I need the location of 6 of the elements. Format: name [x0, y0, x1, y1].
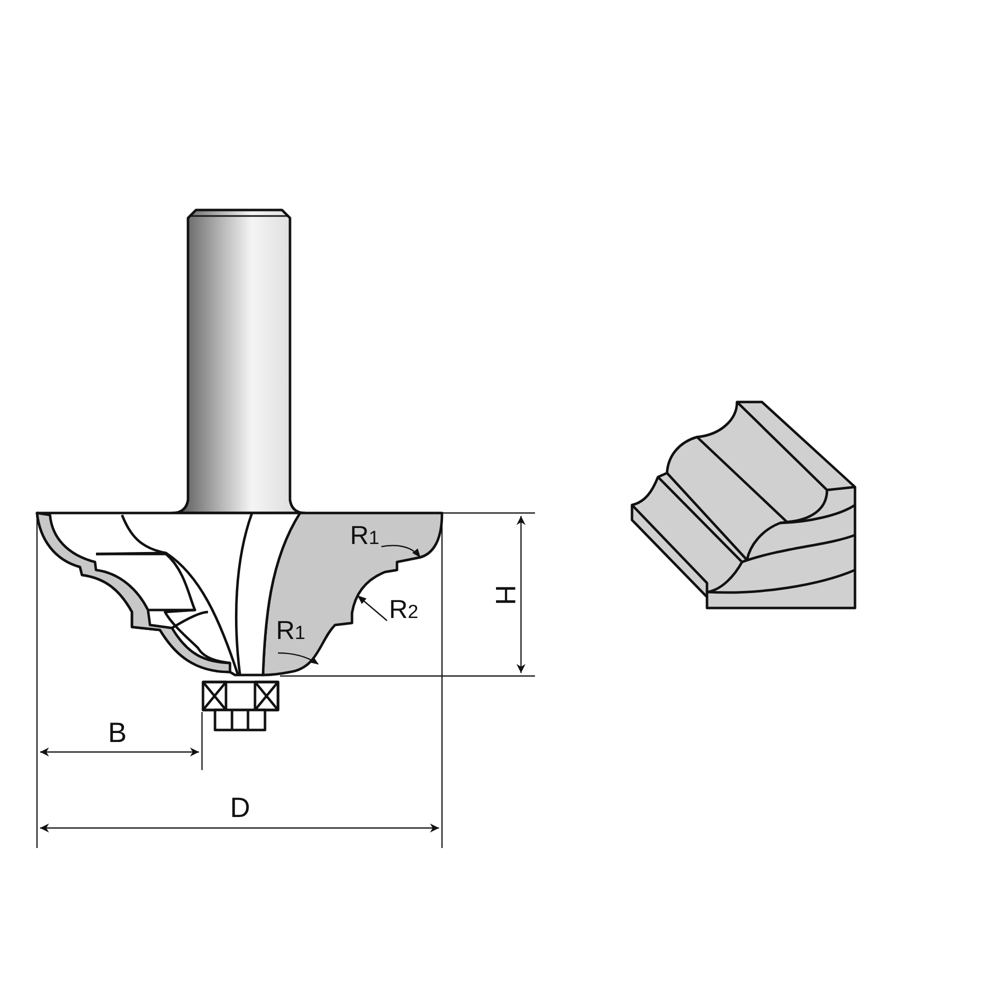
dimension-label: D — [230, 793, 250, 823]
leader-line — [381, 544, 421, 558]
dimension-label: H — [490, 584, 520, 606]
leader-line — [278, 652, 319, 665]
dimension-label: B — [108, 718, 127, 748]
leader-line — [357, 595, 388, 622]
